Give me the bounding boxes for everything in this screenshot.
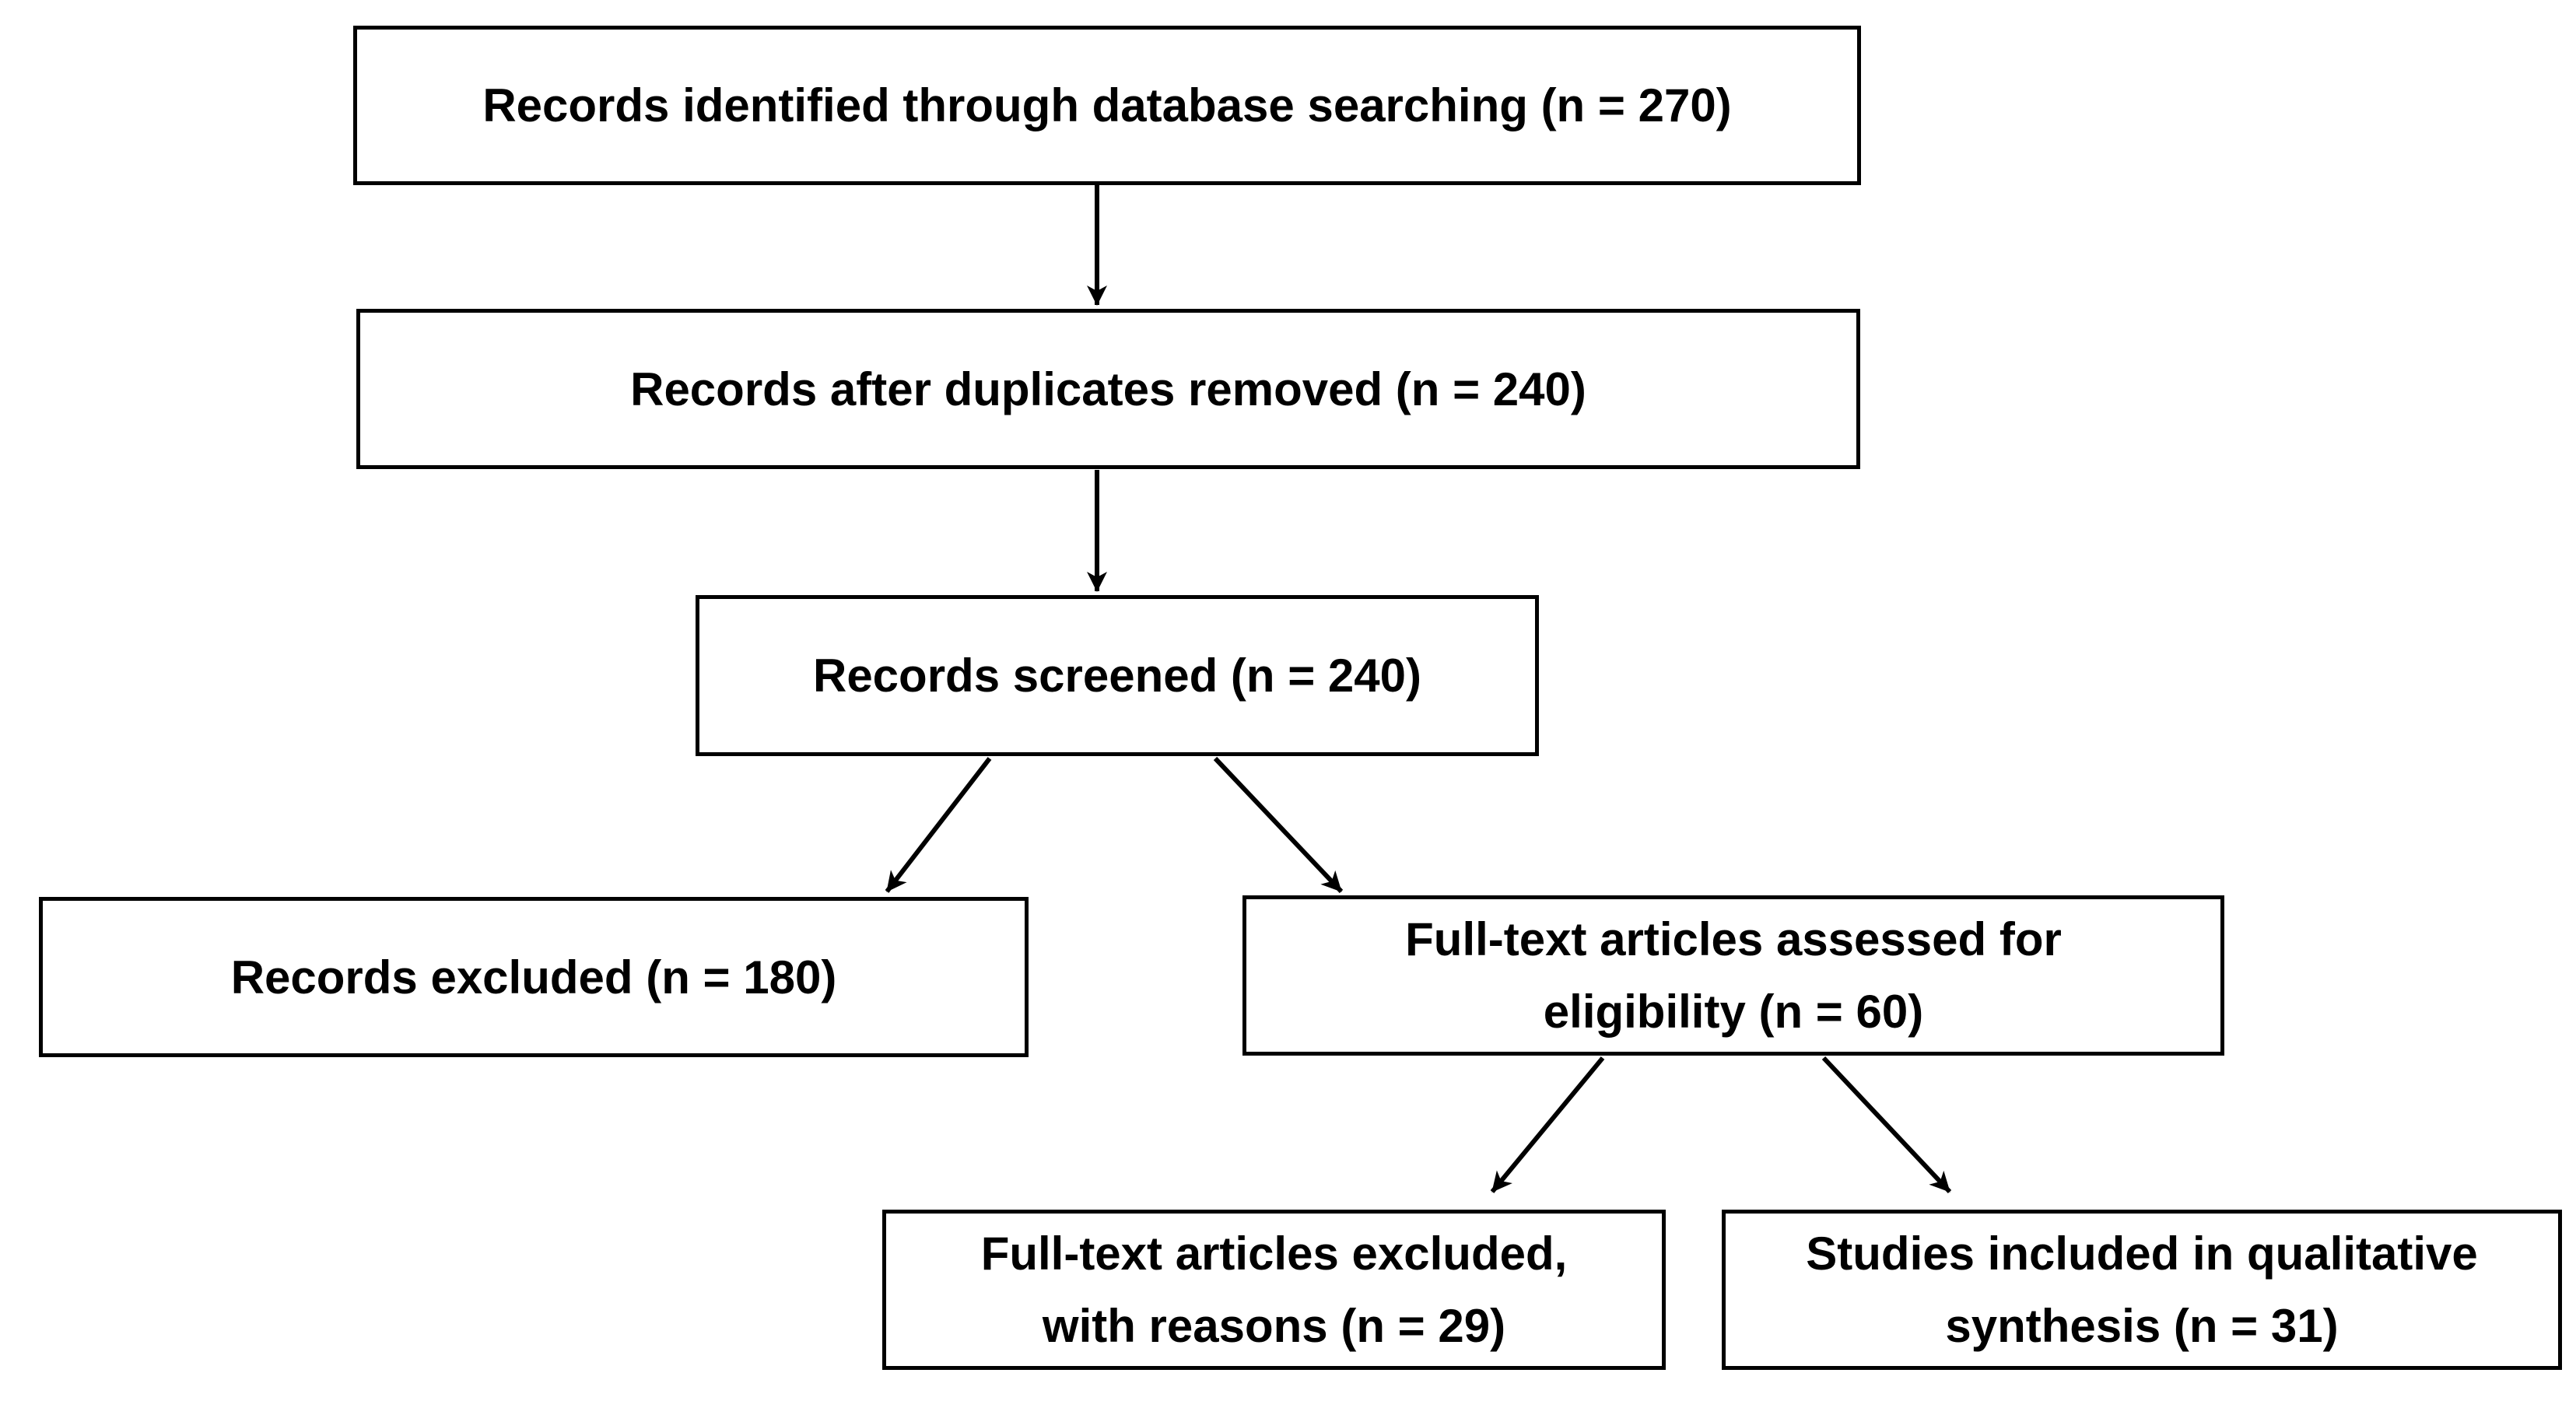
arrow-fulltext-assessed-to-fulltext-excluded <box>1490 1056 1605 1193</box>
arrow-fulltext-assessed-to-included <box>1821 1056 1952 1194</box>
box-label-line: synthesis (n = 31) <box>1945 1300 2339 1352</box>
box-fulltext-articles-assessed: Full-text articles assessed for eligibil… <box>1242 895 2224 1056</box>
box-label-line: Records after duplicates removed (n = 24… <box>630 363 1586 415</box>
box-label-line: Full-text articles assessed for <box>1405 913 2062 965</box>
box-label-line: Full-text articles excluded, <box>980 1228 1568 1280</box>
box-label-line: Records screened (n = 240) <box>812 650 1422 702</box>
box-records-screened: Records screened (n = 240) <box>696 595 1539 756</box>
box-label-line: Records identified through database sear… <box>482 79 1732 131</box>
box-records-excluded: Records excluded (n = 180) <box>39 897 1029 1057</box>
box-studies-included-qualitative: Studies included in qualitative synthesi… <box>1722 1210 2562 1370</box>
arrow-screened-to-fulltext-assessed <box>1213 756 1344 894</box>
arrow-screened-to-excluded <box>885 757 992 893</box>
box-label-line: with reasons (n = 29) <box>1042 1300 1506 1352</box>
box-label-line: Studies included in qualitative <box>1806 1228 2478 1280</box>
box-label-line: Records excluded (n = 180) <box>230 951 837 1003</box>
box-records-identified: Records identified through database sear… <box>353 26 1861 185</box>
box-records-after-duplicates-removed: Records after duplicates removed (n = 24… <box>356 309 1860 469</box>
box-fulltext-articles-excluded: Full-text articles excluded, with reason… <box>882 1210 1666 1370</box>
box-label-line: eligibility (n = 60) <box>1543 986 1924 1038</box>
